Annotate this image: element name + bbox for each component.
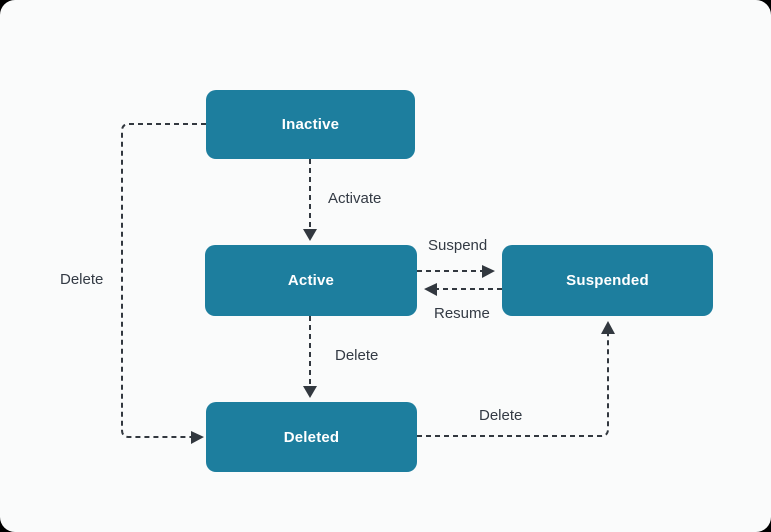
node-suspended: Suspended (502, 245, 713, 316)
edge-inactive-to-deleted (121, 123, 206, 444)
edge-inactive-to-active (303, 159, 317, 241)
edge-deleted-to-suspended (417, 321, 615, 437)
edge-label-delete-deleted-suspended: Delete (479, 407, 523, 424)
arrowhead-left-icon (424, 283, 437, 296)
arrowhead-up-icon (601, 321, 615, 334)
edge-suspended-to-active (424, 283, 502, 296)
node-active-label: Active (287, 272, 335, 289)
edge-line (417, 334, 609, 437)
edge-label-delete-inactive-deleted: Delete (60, 271, 104, 288)
arrowhead-right-icon (191, 431, 204, 444)
edge-active-to-deleted (303, 316, 317, 398)
node-deleted: Deleted (206, 402, 417, 472)
arrowhead-down-icon (303, 386, 317, 398)
edge-label-delete-active-deleted: Delete (335, 347, 379, 364)
arrowhead-right-icon (482, 265, 495, 278)
edge-active-to-suspended (417, 265, 495, 278)
edge-line (121, 123, 206, 438)
node-inactive-label: Inactive (281, 116, 340, 133)
edge-label-suspend: Suspend (428, 237, 488, 254)
arrowhead-down-icon (303, 229, 317, 241)
node-deleted-label: Deleted (283, 428, 340, 446)
node-suspended-label: Suspended (566, 272, 649, 289)
edge-label-activate: Activate (328, 190, 382, 207)
edge-label-resume: Resume (434, 305, 490, 322)
node-active: Active (205, 245, 417, 316)
node-inactive: Inactive (206, 90, 415, 159)
